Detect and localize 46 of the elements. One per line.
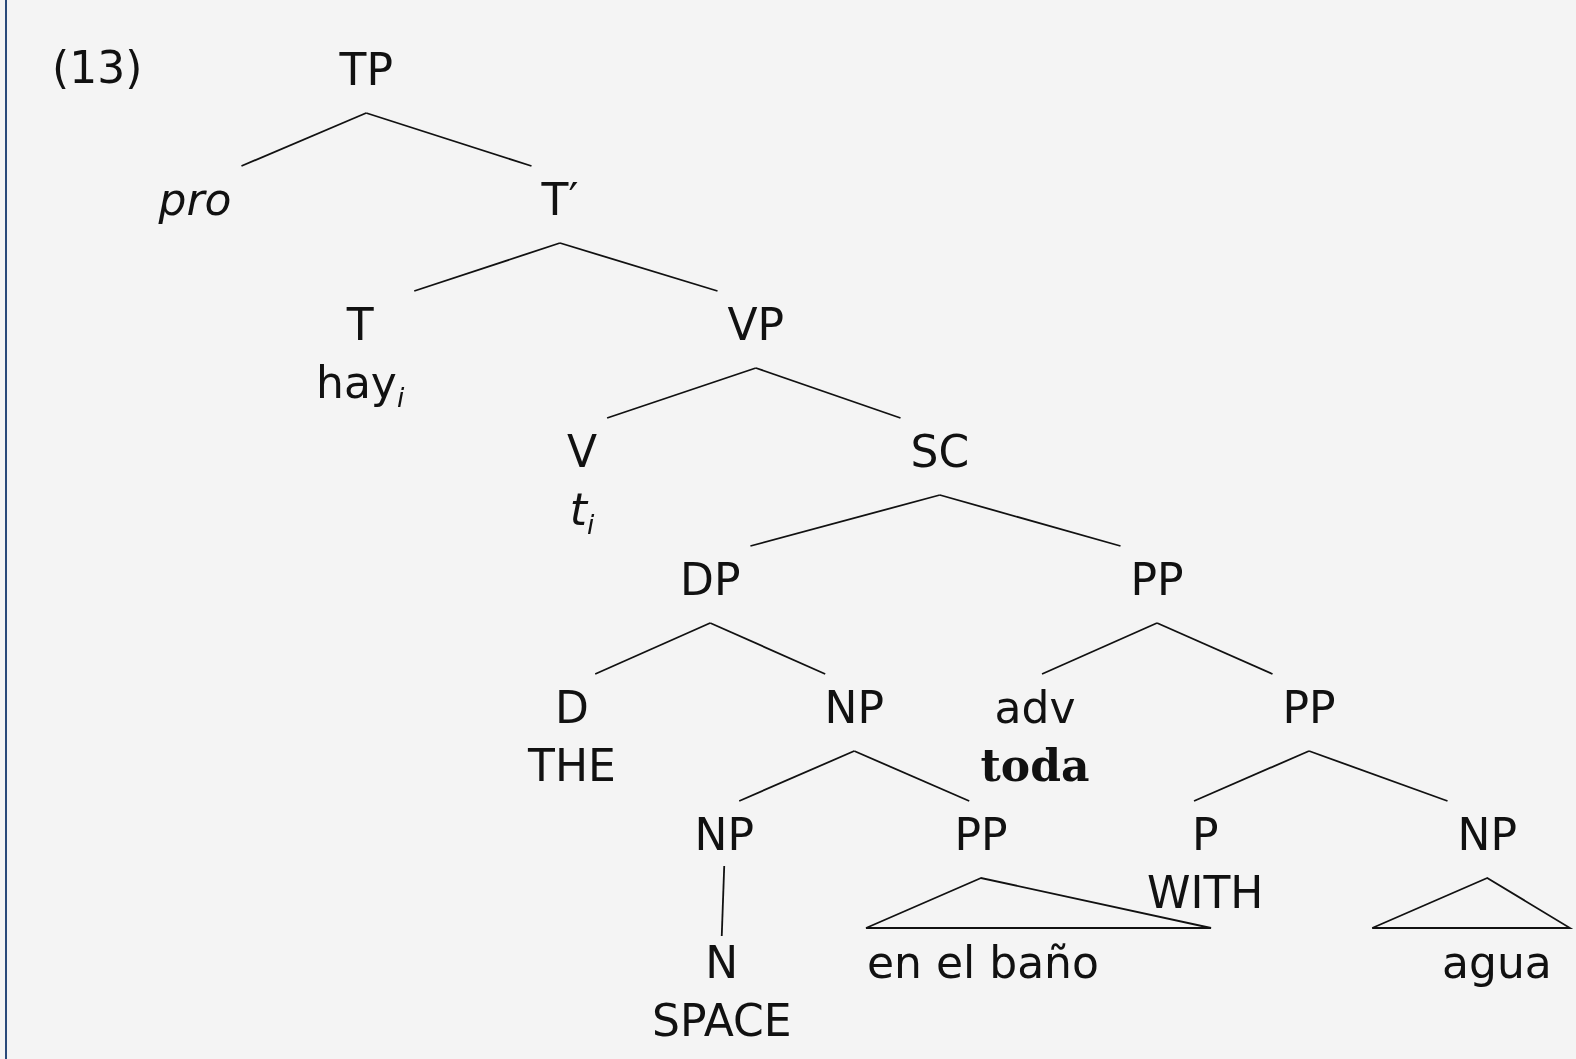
category-label: PP <box>1120 551 1194 609</box>
terminal-word: THE <box>528 739 616 793</box>
tree-branch <box>738 750 856 802</box>
tree-branch <box>1193 750 1310 802</box>
category-label: NP <box>684 806 764 864</box>
tree-branch <box>754 367 902 419</box>
example-number: (13) <box>52 41 143 95</box>
tree-branch <box>1308 750 1449 802</box>
terminal-word: en el baño <box>857 934 1109 992</box>
terminal-word: t$_{i}$ <box>568 483 596 539</box>
category-label: PP <box>944 806 1018 864</box>
terminal-word: SPACE <box>652 994 792 1048</box>
terminal-word: agua <box>1432 934 1562 992</box>
category-label: NP <box>814 679 894 737</box>
category-label: D <box>553 681 590 735</box>
category-label: VP <box>717 296 795 354</box>
triangle-branch <box>865 877 1212 929</box>
triangle-branch <box>1371 877 1574 929</box>
tree-branch <box>720 865 726 937</box>
category-label: P <box>1190 808 1220 862</box>
category-label: DP <box>670 551 751 609</box>
category-label: T′ <box>531 171 589 229</box>
category-label: V <box>567 425 598 479</box>
terminal-word: hay$_{i}$ <box>316 356 405 412</box>
tree-branch <box>1041 622 1158 675</box>
category-label: TP <box>329 41 403 99</box>
tree-branch <box>240 112 368 167</box>
category-label: NP <box>1447 806 1527 864</box>
category-label: T <box>345 298 375 352</box>
terminal-word: toda <box>980 739 1090 793</box>
category-label: PP <box>1272 679 1346 737</box>
tree-branch <box>709 622 827 675</box>
tree-branch <box>559 242 719 292</box>
tree-branch <box>853 750 971 802</box>
tree-branch <box>606 367 757 419</box>
terminal-word: WITH <box>1147 866 1264 920</box>
terminal-word: pro <box>148 171 242 229</box>
tree-branch <box>749 494 941 547</box>
category-label: adv <box>993 681 1077 735</box>
category-label: SC <box>900 423 980 481</box>
tree-branch <box>938 494 1122 547</box>
tree-branch <box>594 622 712 675</box>
tree-branch <box>1156 622 1274 675</box>
tree-branch <box>413 242 561 292</box>
tree-branch <box>365 112 533 167</box>
category-label: N <box>704 936 740 990</box>
